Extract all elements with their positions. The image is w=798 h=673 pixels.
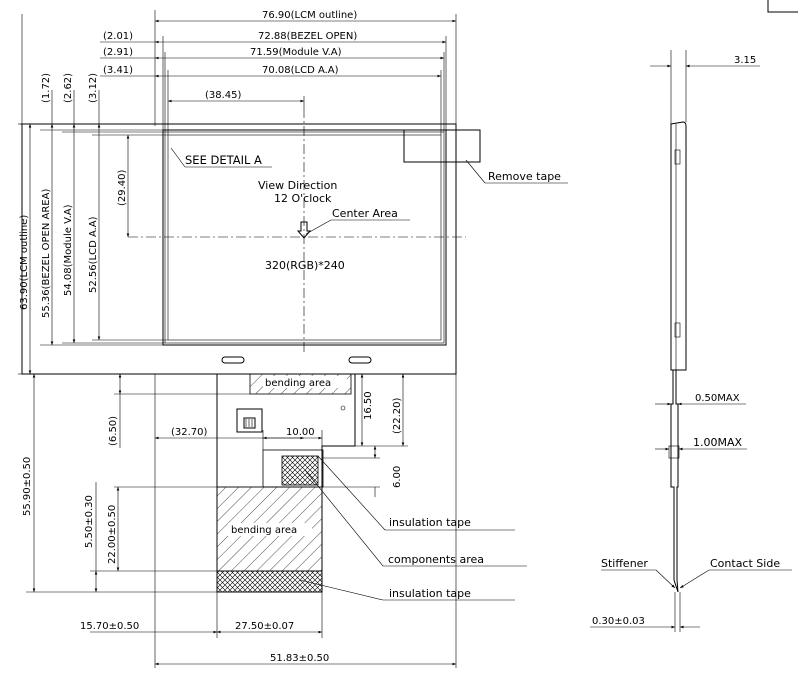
view-direction-arrow — [296, 221, 312, 239]
see-detail-label: SEE DETAIL A — [185, 153, 262, 167]
dim-center-x: (38.45) — [205, 90, 242, 101]
dim-201: (2.01) — [103, 31, 133, 42]
lcd-aa — [167, 134, 442, 341]
lcm-outline — [21, 123, 457, 375]
title-block-corner — [767, 0, 798, 13]
dim-lcm-outline-h: 63.90(LCM outline) — [19, 215, 30, 310]
callout-insulation-tape-1: insulation tape — [389, 516, 471, 529]
dim-341: (3.41) — [103, 65, 133, 76]
dim-bezel-open-w: 72.88(BEZEL OPEN) — [258, 31, 357, 42]
dim-fpc-1570: 15.70±0.50 — [80, 621, 139, 632]
dim-side-100: 1.00MAX — [693, 436, 743, 449]
left-dimensions — [18, 90, 168, 375]
remove-tape-tab — [403, 129, 481, 163]
dim-fpc-600: 6.00 — [392, 466, 403, 488]
dim-312: (3.12) — [88, 73, 99, 103]
connector — [236, 408, 263, 433]
top-dimensions — [21, 10, 457, 135]
bending-area-top-label: bending area — [265, 378, 331, 389]
dim-fpc-1650: 16.50 — [363, 391, 374, 420]
remove-tape-label: Remove tape — [488, 170, 561, 183]
label-contact-side: Contact Side — [710, 557, 780, 570]
dim-side-315: 3.15 — [734, 55, 756, 66]
connector-chip — [243, 417, 256, 429]
dim-fpc-650: (6.50) — [108, 416, 119, 446]
view-direction-label: View Direction — [258, 179, 337, 192]
dim-172: (1.72) — [41, 73, 52, 103]
view-clock-label: 12 O'clock — [274, 192, 332, 205]
dim-side-030: 0.30±0.03 — [592, 616, 645, 627]
dim-module-va-h: 54.08(Module V.A) — [63, 204, 74, 296]
dim-lcd-aa-w: 70.08(LCD A.A) — [262, 65, 339, 76]
side-view — [590, 50, 792, 632]
module-va — [164, 131, 445, 344]
dim-fpc-2200: 22.00±0.50 — [107, 505, 118, 564]
slot-left — [221, 356, 245, 364]
dim-center-y: (29.40) — [117, 169, 128, 206]
fpc-dimensions — [26, 373, 457, 668]
dim-fpc-2750: 27.50±0.07 — [235, 621, 294, 632]
resolution-label: 320(RGB)*240 — [265, 259, 345, 272]
dim-fpc-3270: (32.70) — [171, 427, 208, 438]
side-body — [670, 121, 687, 371]
insulation-tape-top — [281, 455, 319, 486]
dim-fpc-5183: 51.83±0.50 — [270, 653, 329, 664]
dim-fpc-2220: (22.20) — [392, 397, 403, 434]
dim-fpc-5590: 55.90±0.50 — [22, 457, 33, 516]
callout-components-area: components area — [388, 553, 484, 566]
bending-area-bottom-label: bending area — [231, 525, 297, 536]
dim-bezel-open-h: 55.36(BEZEL OPEN AREA) — [41, 189, 52, 318]
callout-leaders — [299, 455, 527, 601]
bezel-open — [162, 129, 447, 346]
center-area-label: Center Area — [332, 207, 398, 220]
dim-262: (2.62) — [63, 73, 74, 103]
front-view — [21, 108, 481, 375]
dim-291: (2.91) — [103, 47, 133, 58]
dim-fpc-550: 5.50±0.30 — [84, 495, 95, 548]
slot-right — [348, 356, 372, 364]
dim-lcm-outline-w: 76.90(LCM outline) — [262, 10, 357, 21]
callout-insulation-tape-2: insulation tape — [389, 587, 471, 600]
dim-fpc-1000: 10.00 — [286, 427, 315, 438]
dim-lcd-aa-h: 52.56(LCD A.A) — [88, 216, 99, 293]
dim-side-050: 0.50MAX — [695, 393, 740, 404]
fpc — [216, 373, 356, 593]
label-stiffener: Stiffener — [601, 557, 648, 570]
dim-module-va-w: 71.59(Module V.A) — [250, 47, 342, 58]
insulation-tape-bottom — [216, 570, 323, 593]
